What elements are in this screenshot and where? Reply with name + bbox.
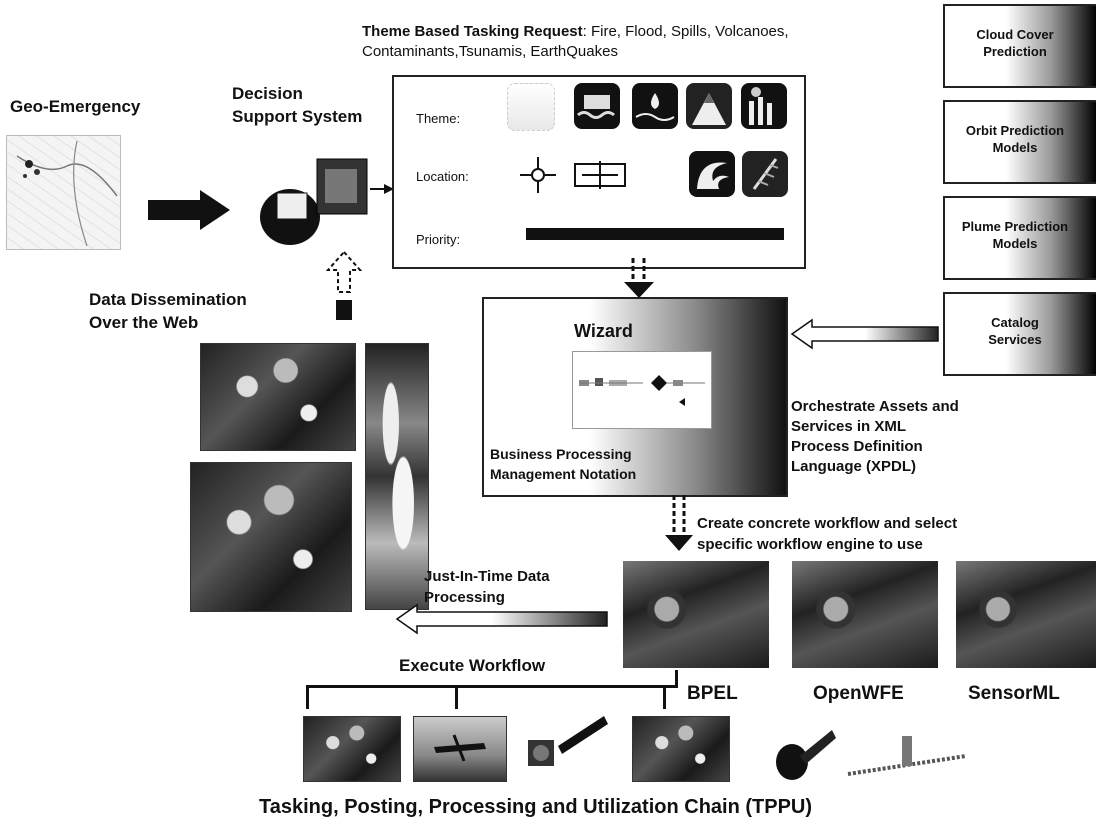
dissemination-up-arrow [326,250,362,320]
wizard-to-engines-arrow [665,495,693,551]
dss-label-line1: Decision [232,84,303,103]
dss-label-line2: Support System [232,107,363,126]
theme-request-line2: Contaminants,Tsunamis, EarthQuakes [362,43,618,60]
satellite-image-2 [190,462,352,612]
tppu-caption: Tasking, Posting, Processing and Utiliza… [259,796,813,818]
volcano-icon[interactable] [686,83,732,129]
jit-line1: Just-In-Time Data [424,568,550,585]
theme-request-heading: Theme Based Tasking Request: Fire, Flood… [362,22,942,62]
satellite-image-1 [200,343,356,451]
bpmn-label-line2: Management Notation [490,466,637,482]
orbit-line1: Orbit Prediction [965,123,1065,138]
concrete-workflow-text: Create concrete workflow and select spec… [697,513,957,555]
engine-sensorml-label: SensorML [968,683,1060,704]
xpdl-description: Orchestrate Assets and Services in XML P… [791,397,959,477]
jit-line2: Processing [424,589,505,606]
theme-request-types: : Fire, Flood, Spills, Volcanoes, [582,23,789,40]
tree-branch-3 [663,685,666,709]
catalog-line1: Catalog [991,315,1039,330]
xpdl-line3: Process Definition [791,438,923,455]
uav-asset [413,716,507,782]
fire-icon[interactable] [507,83,555,131]
location-field-label: Location: [416,169,469,184]
sensorml-engine-image [956,561,1096,668]
bpmn-diagram-thumbnail [572,351,712,429]
geo-to-dss-arrow [148,190,230,230]
contaminant-icon[interactable] [741,83,787,129]
data-dissemination-line1: Data Dissemination [89,290,247,309]
plume-line2: Models [992,236,1038,251]
plume-line1: Plume Prediction [961,219,1069,234]
engine-bpel-label: BPEL [687,683,738,704]
bpel-engine-image [623,561,769,668]
openwfe-engine-image [792,561,938,668]
geo-emergency-label: Geo-Emergency [10,97,141,116]
execute-workflow-label: Execute Workflow [399,656,546,675]
bpmn-label-line1: Business Processing [490,446,632,462]
spacecraft-asset [776,730,836,780]
theme-field-label: Theme: [416,111,461,126]
execute-tree-stem [675,670,678,688]
jit-text: Just-In-Time Data Processing [424,566,550,608]
theme-request-bold: Theme Based Tasking Request [362,23,583,40]
xpdl-line1: Orchestrate Assets and [791,398,959,415]
tree-branch-2 [455,685,458,709]
dss-computer-icon [260,158,368,245]
radar-satellite-asset [847,736,967,776]
wizard-box: Wizard Business Processing Management No… [482,297,788,497]
catalog-to-wizard-arrow [790,318,939,350]
xpdl-line4: Language (XPDL) [791,458,917,475]
execute-tree-bar [306,685,677,688]
ground-station-asset [632,716,730,782]
data-dissemination-line2: Over the Web [89,313,199,332]
satellite-asset [528,716,608,766]
concrete-line2: specific workflow engine to use [697,536,923,553]
priority-field-label: Priority: [416,232,461,247]
wizard-title: Wizard [574,321,633,341]
xpdl-line2: Services in XML [791,418,907,435]
tasking-request-form: Theme: Location: Priority: [392,75,806,269]
cloud-cover-line1: Cloud Cover [976,27,1054,42]
engine-openwfe-label: OpenWFE [813,683,904,704]
map-drawing [16,140,118,247]
emergency-map [6,135,121,250]
satellite-strip-image [365,343,429,610]
aerial-photo-asset [303,716,401,782]
crosshair-icon[interactable] [520,157,556,193]
tsunami-icon[interactable] [689,151,735,197]
bounding-box-icon[interactable] [574,161,626,189]
jit-processing-arrow [395,603,608,635]
spill-icon[interactable] [632,83,678,129]
tree-branch-1 [306,685,309,709]
orbit-line2: Models [992,140,1038,155]
flood-icon[interactable] [574,83,620,129]
earthquake-icon[interactable] [742,151,788,197]
cloud-cover-line2: Prediction [983,44,1047,59]
concrete-line1: Create concrete workflow and select [697,515,958,532]
priority-bar[interactable] [526,228,784,240]
catalog-line2: Services [988,332,1042,347]
dss-arrow [370,184,394,194]
form-to-wizard-arrow [624,258,654,298]
